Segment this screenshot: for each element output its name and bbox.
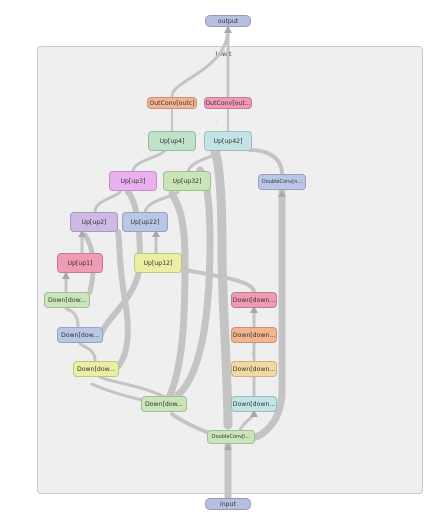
arrow-downr1 [250,306,258,313]
down-right-1-node[interactable]: Down[down... [231,292,277,308]
edge-outc-output [170,26,230,98]
up22-node[interactable]: Up[up22] [122,212,168,232]
arrow-output [224,26,232,33]
down-left-1-node[interactable]: Down[dow... [44,292,90,308]
edge-skip-3 [166,190,189,399]
doubleconv-input-node[interactable]: DoubleConv[i... [207,430,255,444]
edge-up2-up3 [93,190,122,214]
input-node[interactable]: input [205,498,251,510]
up2-node[interactable]: Up[up2] [70,212,118,232]
down-right-4-node[interactable]: Down[down... [231,396,277,412]
up1-node[interactable]: Up[up1] [57,253,103,273]
unet-title: UNet [215,50,232,58]
outconv2-node[interactable]: OutConv[out... [204,97,252,109]
edge-downl4-downl3 [98,375,167,399]
up32-node[interactable]: Up[up32] [163,171,211,191]
up4-node[interactable]: Up[up4] [148,131,196,151]
arrow-up22 [152,230,160,237]
up12-node[interactable]: Up[up12] [134,253,182,273]
edge-dconvr-up42 [248,148,284,176]
edge-dconvin-downl4 [170,412,214,436]
edge-up3-up4 [131,148,167,174]
edge-annotation: ⋮ [214,118,218,123]
down-left-4-node[interactable]: Down[dow... [141,396,187,412]
arrow-dconvin [224,443,232,450]
edge-skip-2 [109,229,131,375]
doubleconv-right-node[interactable]: DoubleConv[n... [258,174,306,190]
arrow-up1 [62,272,70,279]
outconv-node[interactable]: OutConv[outc] [147,97,197,109]
down-left-3-node[interactable]: Down[dow... [73,361,119,377]
edge-downl3-downl2 [78,341,97,362]
arrow-downr4 [250,410,258,417]
edge-annotation: ⋮ [250,350,254,355]
down-right-2-node[interactable]: Down[down... [231,327,277,343]
edge-downl2-downl1 [64,306,80,328]
arrow-up2 [78,230,86,237]
edge-downl4-left [90,382,144,402]
edge-skip-5 [210,147,233,430]
up42-node[interactable]: Up[up42] [204,131,252,151]
arrow-dconvr [278,190,286,197]
up3-node[interactable]: Up[up3] [109,171,157,191]
down-left-2-node[interactable]: Down[dow... [57,327,103,343]
output-node[interactable]: output [205,15,251,27]
down-right-3-node[interactable]: Down[down... [231,361,277,377]
edge-downr1-up12 [183,268,256,294]
